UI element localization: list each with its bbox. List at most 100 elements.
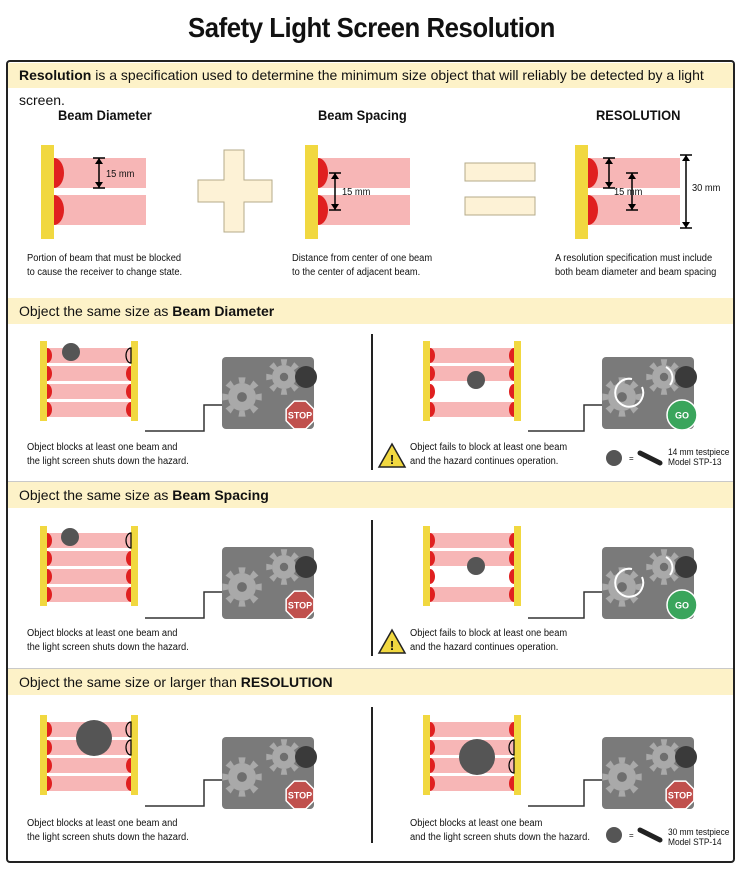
beam (430, 722, 514, 737)
beam (47, 587, 131, 602)
gear-hub (279, 752, 289, 762)
receiver-lens (126, 402, 131, 417)
resolution-diagram (575, 145, 692, 239)
receiver-bar (131, 526, 138, 606)
testpiece-rod-icon (637, 827, 663, 843)
beam (47, 366, 131, 381)
machine-knob (675, 366, 697, 388)
content-frame (6, 60, 735, 863)
emitter-bar (423, 715, 430, 795)
gear-tooth (646, 359, 682, 395)
emitter-lens (430, 569, 435, 584)
emitter-bar (423, 341, 430, 421)
machine-knob (675, 556, 697, 578)
test-object (459, 739, 495, 775)
plus-sign (197, 149, 273, 233)
receiver-lens (509, 569, 514, 584)
receiver-bar (514, 341, 521, 421)
go-sign-icon (666, 589, 698, 621)
light-screen (40, 341, 138, 421)
warning-icon (377, 628, 407, 654)
receiver-lens (508, 757, 515, 774)
intro-bold: Resolution (19, 67, 92, 83)
emitter-lens (47, 533, 53, 549)
test-object (61, 528, 79, 546)
emitter-lens (430, 402, 435, 417)
receiver-lens (509, 384, 514, 399)
go-sign-text: GO (675, 601, 689, 611)
stop-sign-text: STOP (288, 411, 312, 421)
receiver-lens (509, 402, 514, 417)
test-object (467, 557, 485, 575)
beam-spacing-diagram (305, 145, 410, 239)
go-sign-text: GO (675, 411, 689, 421)
stop-sign-icon (285, 590, 315, 620)
stop-sign-text: STOP (288, 791, 312, 801)
receiver-lens (509, 533, 514, 549)
section-3-left-caption: Object blocks at least one beam and the … (27, 818, 189, 843)
receiver-lens (126, 758, 131, 773)
section-2-right-caption: Object fails to block at least one beam … (410, 628, 568, 653)
receiver-lens (509, 776, 514, 791)
receiver-lens (126, 551, 131, 566)
section-2-prefix: Object the same size as (19, 487, 173, 503)
receiver-lens (125, 347, 132, 364)
receiver-lens (509, 348, 514, 363)
gear-hub (659, 562, 669, 572)
emitter-lens (430, 366, 435, 381)
emitter-lens (47, 366, 53, 381)
emitter-bar (423, 526, 430, 606)
section-3-bold: RESOLUTION (240, 674, 333, 690)
rotation-arrow-icon (665, 556, 674, 576)
emitter-bar (40, 341, 47, 421)
machine-knob (675, 746, 697, 768)
machine: GO (528, 357, 698, 432)
emitter-lens (47, 551, 53, 566)
beam (430, 348, 514, 363)
testpiece-disc (606, 827, 622, 843)
receiver-bar (514, 715, 521, 795)
testpiece-rod-icon (637, 450, 663, 466)
receiver-lens (126, 776, 131, 791)
page-title: Safety Light Screen Resolution (188, 12, 555, 43)
vertical-divider (371, 707, 373, 843)
stop-sign-icon (285, 400, 315, 430)
beam (47, 569, 131, 584)
gear-tooth (266, 359, 302, 395)
machine: STOP (145, 737, 317, 810)
beam-spacing-dim: 15 mm (342, 187, 371, 198)
gear-hub (617, 772, 627, 782)
receiver-lens (509, 587, 514, 602)
gear-hub (617, 392, 627, 402)
testpiece-30-label: 30 mm testpiece Model STP-14 (668, 827, 730, 847)
emitter-lens (430, 587, 435, 602)
beam-spacing-label: Beam Spacing (318, 107, 407, 123)
cable (528, 404, 602, 432)
emitter-bar (40, 526, 47, 606)
gear-hub (279, 372, 289, 382)
cable (145, 404, 222, 432)
rotation-arrow-icon (665, 366, 674, 386)
warning-mark: ! (390, 638, 394, 653)
section-band-resolution: Object the same size or larger than RESO… (8, 669, 733, 695)
beam (430, 533, 514, 548)
beam (430, 776, 514, 791)
receiver-bar (131, 715, 138, 795)
machine: GO (528, 547, 698, 621)
receiver-lens (125, 532, 132, 549)
beam (47, 551, 131, 566)
equals-text: = (629, 831, 634, 840)
section-1-left-caption: Object blocks at least one beam and the … (27, 442, 189, 467)
emitter-lens (47, 384, 53, 399)
gear-tooth (646, 549, 682, 585)
section-2-left-caption: Object blocks at least one beam and the … (27, 628, 189, 653)
light-screen (423, 341, 521, 421)
emitter-lens (47, 758, 53, 773)
cable (145, 779, 222, 807)
section-1-right-caption: Object fails to block at least one beam … (410, 442, 568, 467)
receiver-lens (508, 739, 515, 756)
emitter-lens (430, 758, 435, 773)
resolution-dim-total: 30 mm (692, 183, 721, 194)
gear-hub (237, 582, 247, 592)
